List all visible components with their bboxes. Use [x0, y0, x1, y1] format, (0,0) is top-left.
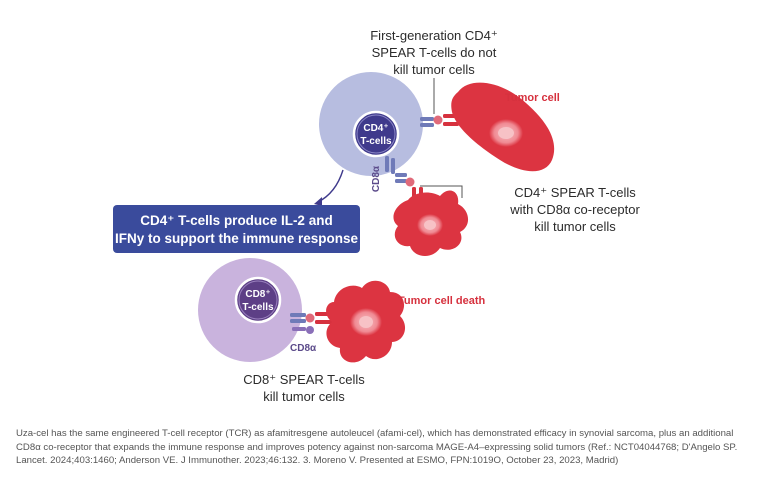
first-gen-label-line1: First-generation CD4⁺: [370, 28, 498, 43]
arrow-head-icon: [314, 197, 322, 206]
banner-text-line2: IFNy to support the immune response: [115, 231, 359, 246]
cd4-nucleus: [352, 110, 400, 158]
figure-caption: Uza-cel has the same engineered T-cell r…: [16, 428, 738, 467]
cd8-cell-label-line1: CD8⁺: [245, 289, 270, 300]
cd4-cell-label-line1: CD4⁺: [363, 123, 388, 134]
cd8a-label-lower: CD8α: [290, 343, 317, 354]
cd4-spear-pointer-line: [420, 185, 463, 198]
cd8-spear-label-line2: kill tumor cells: [263, 389, 345, 404]
cd8a-label-upper: CD8α: [371, 165, 382, 192]
first-gen-label-line2: SPEAR T-cells do not: [372, 45, 497, 60]
cd4-spear-label-line2: with CD8α co-receptor: [509, 202, 640, 217]
first-gen-label-line3: kill tumor cells: [393, 62, 475, 77]
cd4-spear-label-line1: CD4⁺ SPEAR T-cells: [514, 185, 636, 200]
banner-text-line1: CD4⁺ T-cells produce IL-2 and: [140, 213, 332, 228]
tumor-cell-death-label: Tumor cell death: [398, 295, 485, 307]
cd8-cell-label-line2: T-cells: [242, 302, 274, 313]
diagram: First-generation CD4⁺ SPEAR T-cells do n…: [113, 28, 640, 404]
il2-ifny-banner: [113, 205, 360, 253]
cd8-nucleus: [234, 276, 282, 324]
tumor-cell-label: Tumor cell: [505, 92, 560, 104]
cd4-cell-label-line2: T-cells: [360, 136, 392, 147]
tcr-receptor-lower: [290, 312, 333, 334]
tcr-receptor-top: [420, 114, 459, 127]
cd4-spear-label-line3: kill tumor cells: [534, 219, 616, 234]
curved-arrow: [317, 169, 344, 203]
cd8-spear-label-line1: CD8⁺ SPEAR T-cells: [243, 372, 365, 387]
